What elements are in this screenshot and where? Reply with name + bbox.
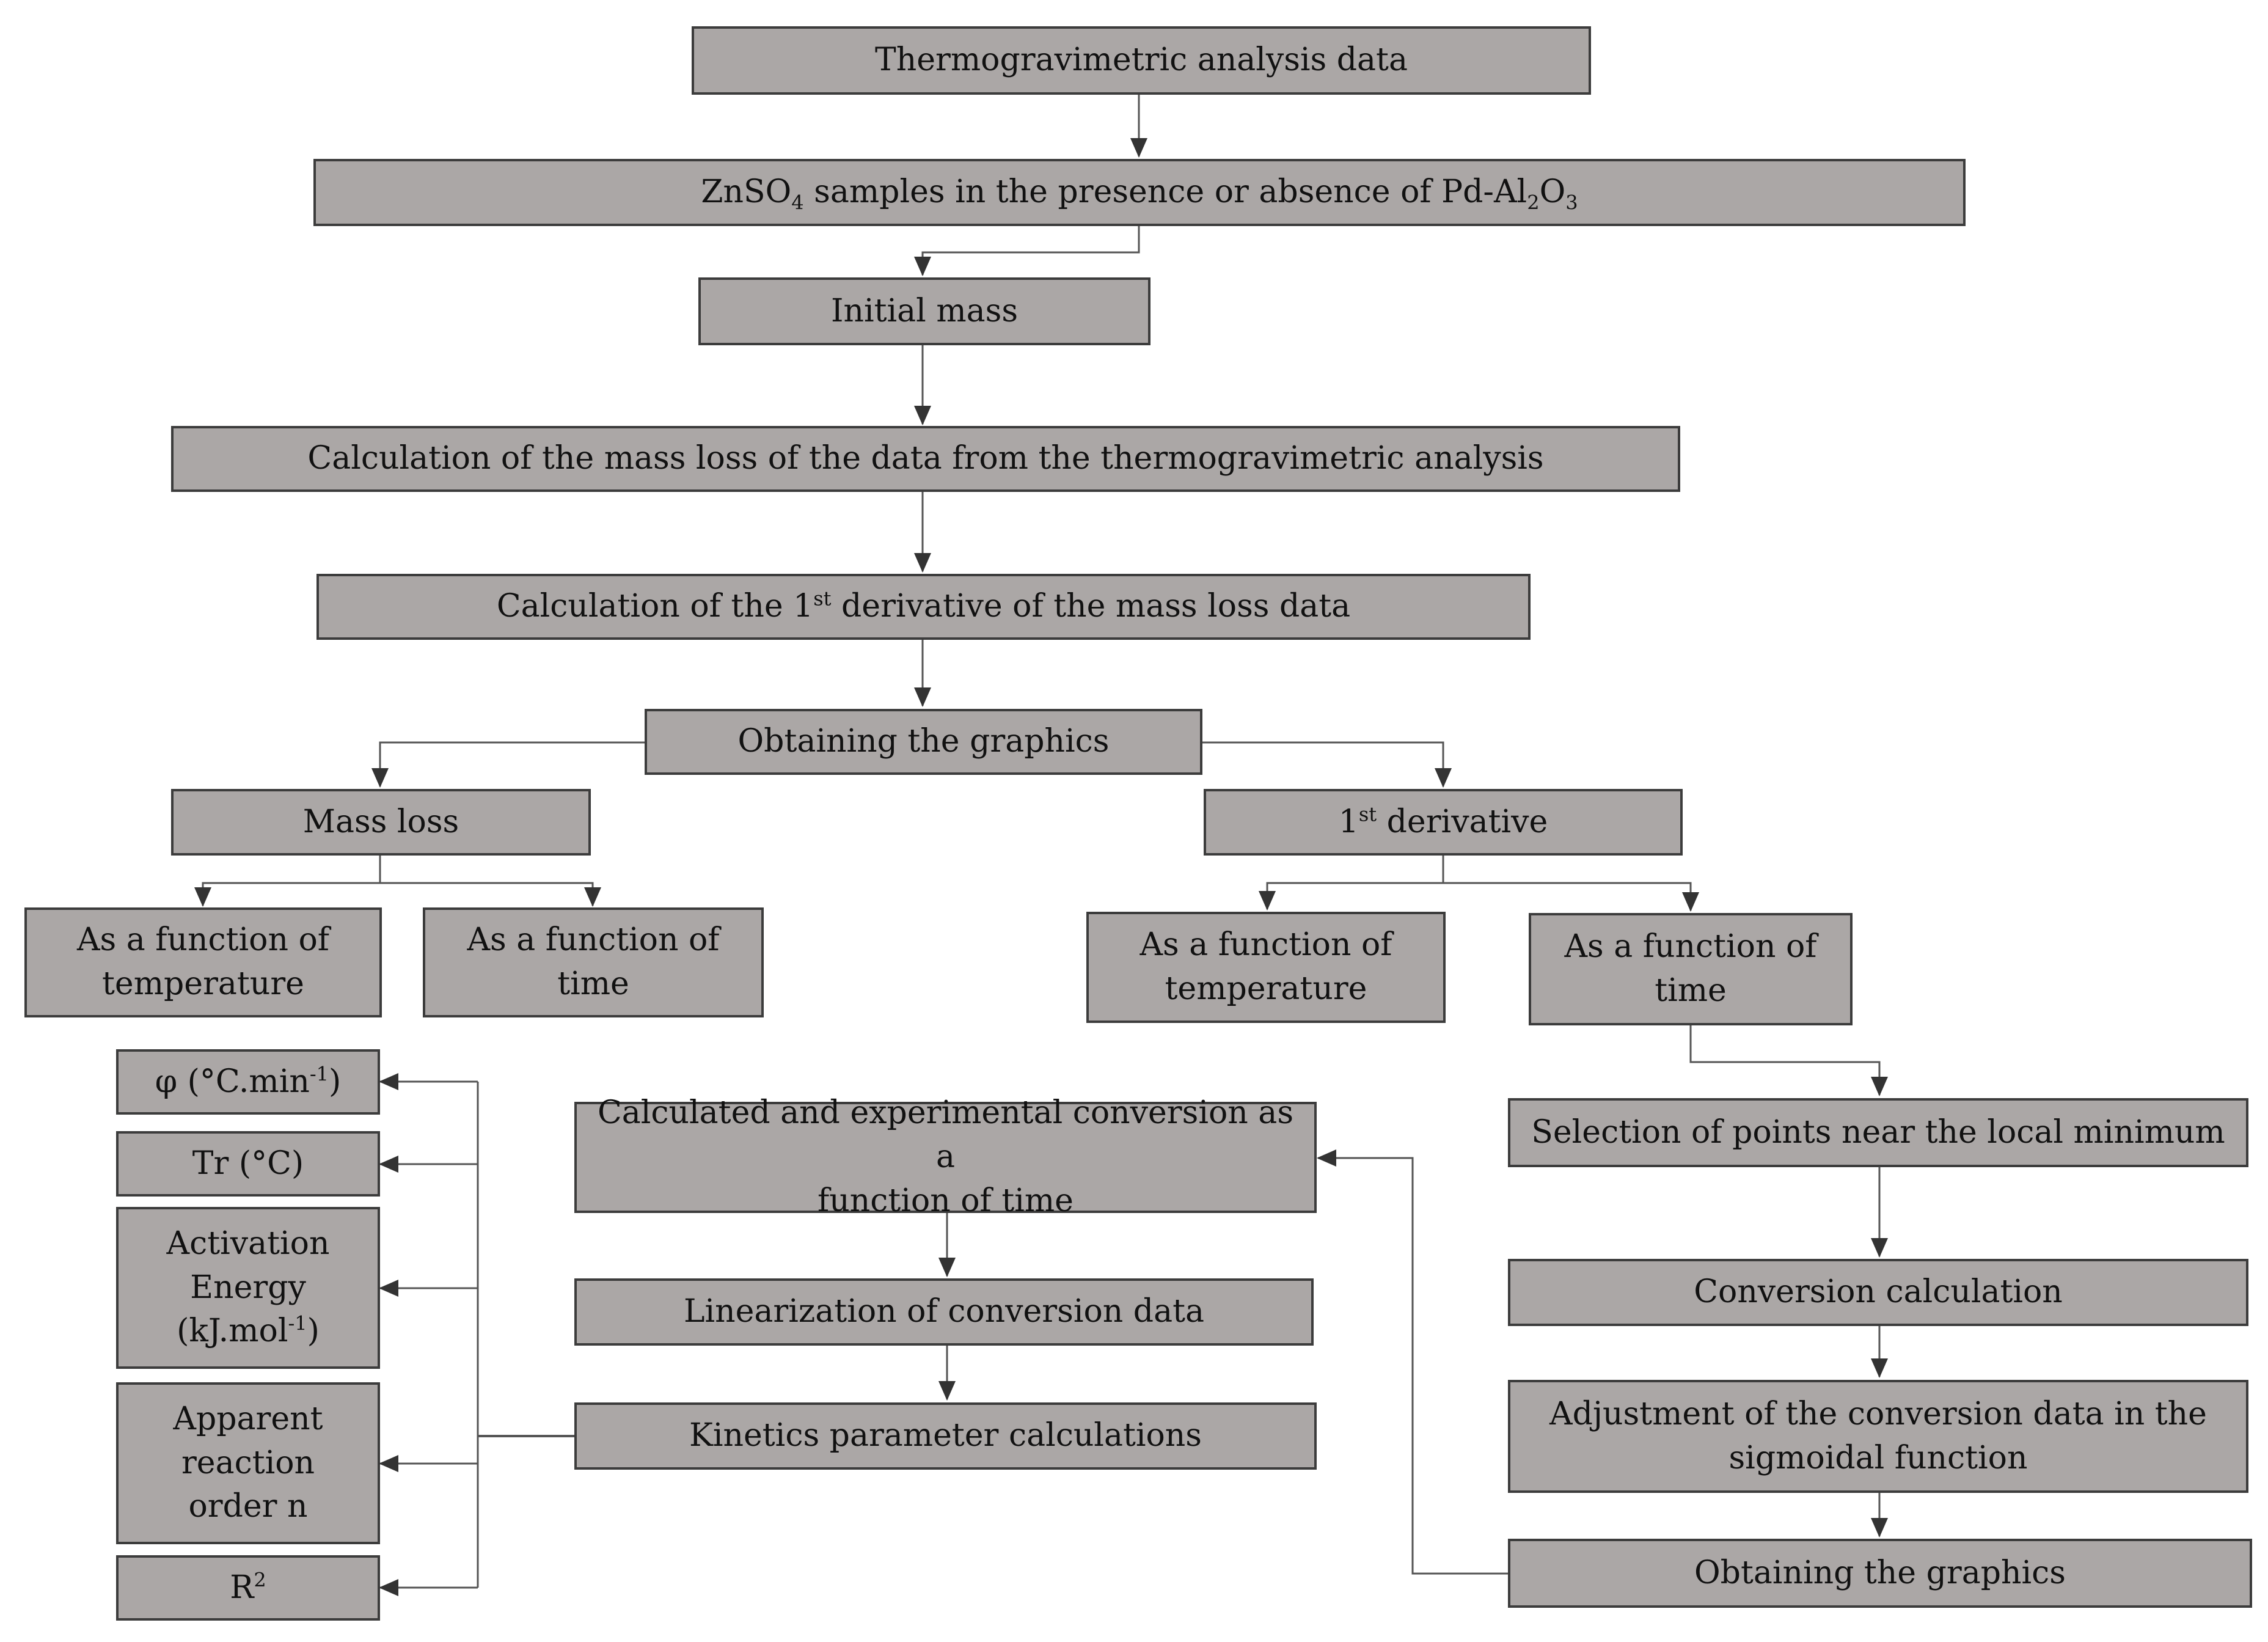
node-tr: Tr (°C) <box>116 1131 380 1197</box>
arrow-mass-loss-to-temp <box>194 856 381 907</box>
arrow-time-to-selection <box>1689 1025 1888 1096</box>
node-adjustment: Adjustment of the conversion data in the… <box>1508 1380 2248 1493</box>
node-mass-loss-calc: Calculation of the mass loss of the data… <box>171 426 1680 492</box>
arrow-derivative-to-temp <box>1259 856 1444 911</box>
arrow-graphics-bottom-to-conversion <box>1317 1149 1508 1575</box>
node-selection: Selection of points near the local minim… <box>1508 1098 2248 1167</box>
arrow-samples-to-initial-mass <box>914 226 1140 276</box>
arrow-mass-loss-to-time <box>380 882 601 907</box>
node-tga-data: Thermogravimetric analysis data <box>692 26 1591 95</box>
node-first-derivative: 1st derivative <box>1204 789 1683 856</box>
node-mass-loss: Mass loss <box>171 789 591 856</box>
node-linearization: Linearization of conversion data <box>574 1278 1314 1346</box>
node-conversion-time: Calculated and experimental conversion a… <box>574 1094 1317 1219</box>
node-initial-mass: Initial mass <box>698 277 1150 345</box>
arrow-graphics-to-mass-loss <box>371 741 645 788</box>
node-graphics-top: Obtaining the graphics <box>645 709 1202 775</box>
node-kinetics: Kinetics parameter calculations <box>574 1402 1317 1470</box>
arrow-graphics-to-first-derivative <box>1202 741 1452 788</box>
node-r2: R2 <box>116 1555 380 1621</box>
node-conversion-calc: Conversion calculation <box>1508 1259 2248 1326</box>
node-samples: ZnSO4 samples in the presence or absence… <box>313 159 1966 226</box>
node-derivative-calc: Calculation of the 1st derivative of the… <box>316 574 1531 640</box>
node-phi: φ (°C.min-1) <box>116 1049 380 1115</box>
node-graphics-bottom: Obtaining the graphics <box>1508 1539 2252 1608</box>
arrow-derivative-to-time <box>1443 882 1699 912</box>
